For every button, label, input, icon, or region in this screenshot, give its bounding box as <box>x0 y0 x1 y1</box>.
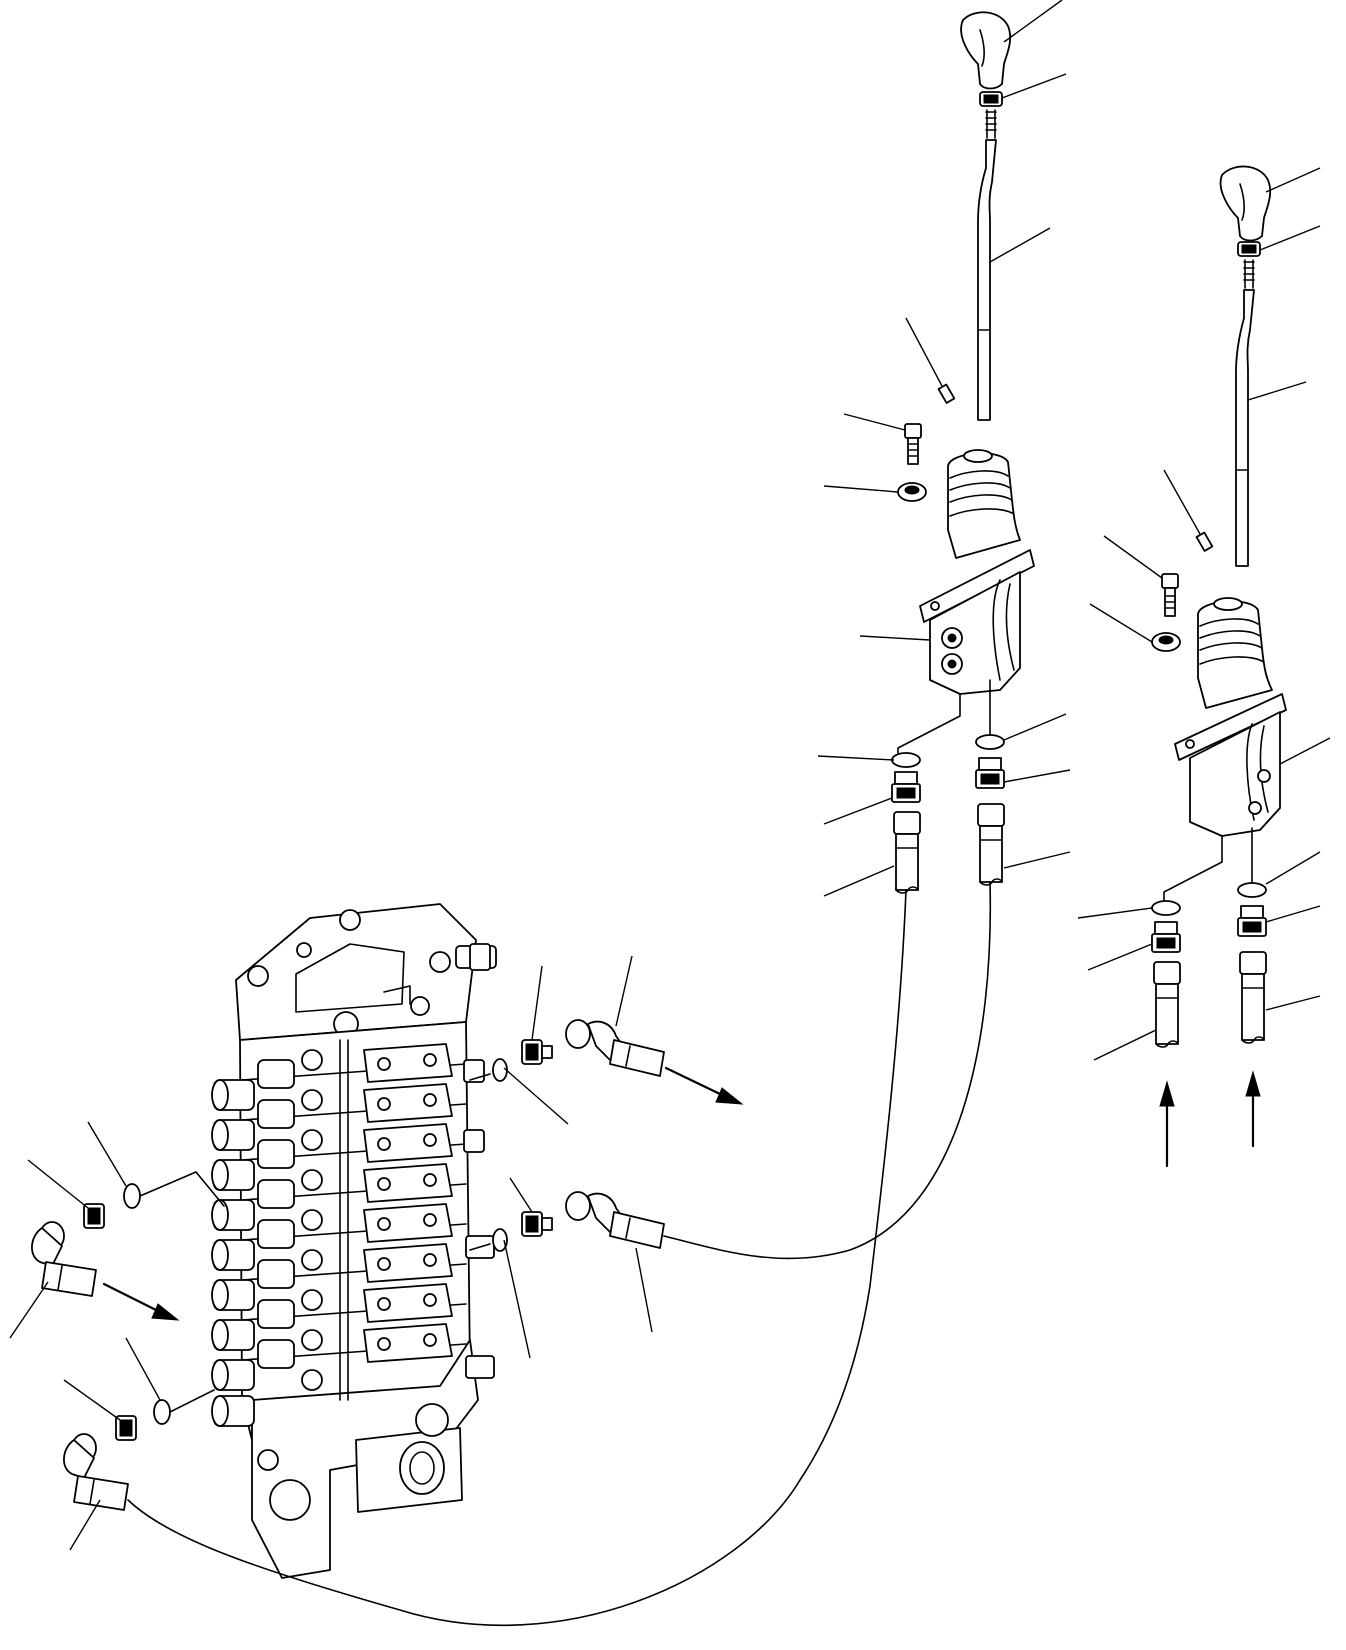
lever-rod-right <box>1235 289 1255 567</box>
joystick-knob-right <box>1219 165 1272 242</box>
screw-right <box>1161 573 1179 617</box>
adapter-right-a <box>1151 921 1181 953</box>
hose-end-right-a <box>1153 961 1181 1048</box>
lock-nut-left <box>979 91 1003 107</box>
flow-arrow-up-a <box>1159 1080 1175 1168</box>
o-ring-left-b <box>975 734 1005 750</box>
pilot-valve-right <box>1174 597 1287 837</box>
elbow-fitting-upper-left <box>31 1183 141 1297</box>
flow-arrow-out-upper <box>664 1066 744 1105</box>
pilot-valve-left <box>919 449 1035 695</box>
flow-arrow-out-left <box>102 1282 180 1321</box>
o-ring-right-a <box>1151 900 1181 916</box>
screw-left <box>904 423 922 465</box>
joystick-knob-left <box>960 11 1012 90</box>
adapter-left-b <box>975 757 1005 789</box>
washer-right <box>1151 632 1181 652</box>
adapter-right-b <box>1237 905 1267 937</box>
right-joystick-assembly <box>1151 165 1287 1168</box>
pin-right <box>1195 531 1214 552</box>
elbow-fitting-middle-right <box>492 1191 665 1252</box>
hose-end-left-a <box>893 811 921 894</box>
elbow-fitting-upper-right <box>492 1019 665 1082</box>
pilot-hoses <box>127 881 992 1627</box>
flow-arrow-up-b <box>1245 1070 1261 1148</box>
washer-left <box>897 482 927 502</box>
left-joystick-assembly <box>891 11 1035 894</box>
o-ring-right-b <box>1237 882 1267 898</box>
lever-rod-left <box>977 139 997 421</box>
leader-lines <box>9 0 1331 1551</box>
control-valve-block <box>211 903 497 1579</box>
valve-section-plates <box>363 1043 453 1437</box>
hose-end-left-b <box>977 803 1005 886</box>
o-ring-left-a <box>891 752 921 768</box>
pin-left <box>937 383 956 404</box>
lock-nut-right <box>1237 241 1261 257</box>
hose-end-right-b <box>1239 951 1267 1044</box>
spool-caps <box>211 1049 323 1427</box>
adapter-left-a <box>891 771 921 803</box>
elbow-fitting-lower-left <box>63 1399 171 1511</box>
